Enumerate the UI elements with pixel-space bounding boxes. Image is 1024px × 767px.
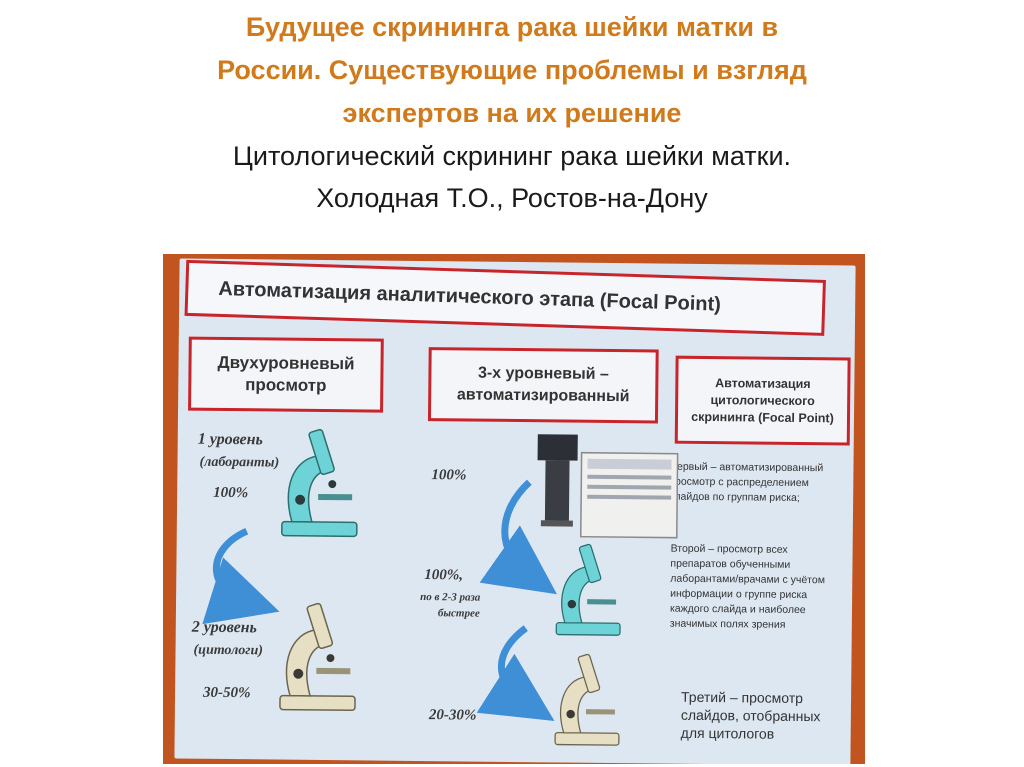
title-line-1: Будущее скрининга рака шейки матки в <box>245 12 779 42</box>
title-line-3: экспертов на их решение <box>342 98 682 128</box>
slide-photo: Автоматизация аналитического этапа (Foca… <box>163 254 865 764</box>
microscope-icon <box>279 602 356 712</box>
curved-arrow-icon <box>479 479 557 595</box>
title-line-2: России. Существующие проблемы и взгляд <box>217 55 807 85</box>
projector-screen: Автоматизация аналитического этапа (Foca… <box>174 258 856 764</box>
header: Будущее скрининга рака шейки матки в Рос… <box>0 6 1024 219</box>
microscope-icon <box>281 428 358 538</box>
focal-point-machine-icon <box>537 434 679 539</box>
subtitle-line-2: Холодная Т.О., Ростов-на-Дону <box>316 183 708 213</box>
microscope-icon <box>555 543 621 636</box>
slide-graphics <box>202 428 679 746</box>
curved-arrow-icon <box>476 625 555 721</box>
curved-arrow-icon <box>202 527 280 625</box>
subtitle-line-1: Цитологический скрининг рака шейки матки… <box>232 141 792 171</box>
microscope-icon <box>554 653 620 746</box>
